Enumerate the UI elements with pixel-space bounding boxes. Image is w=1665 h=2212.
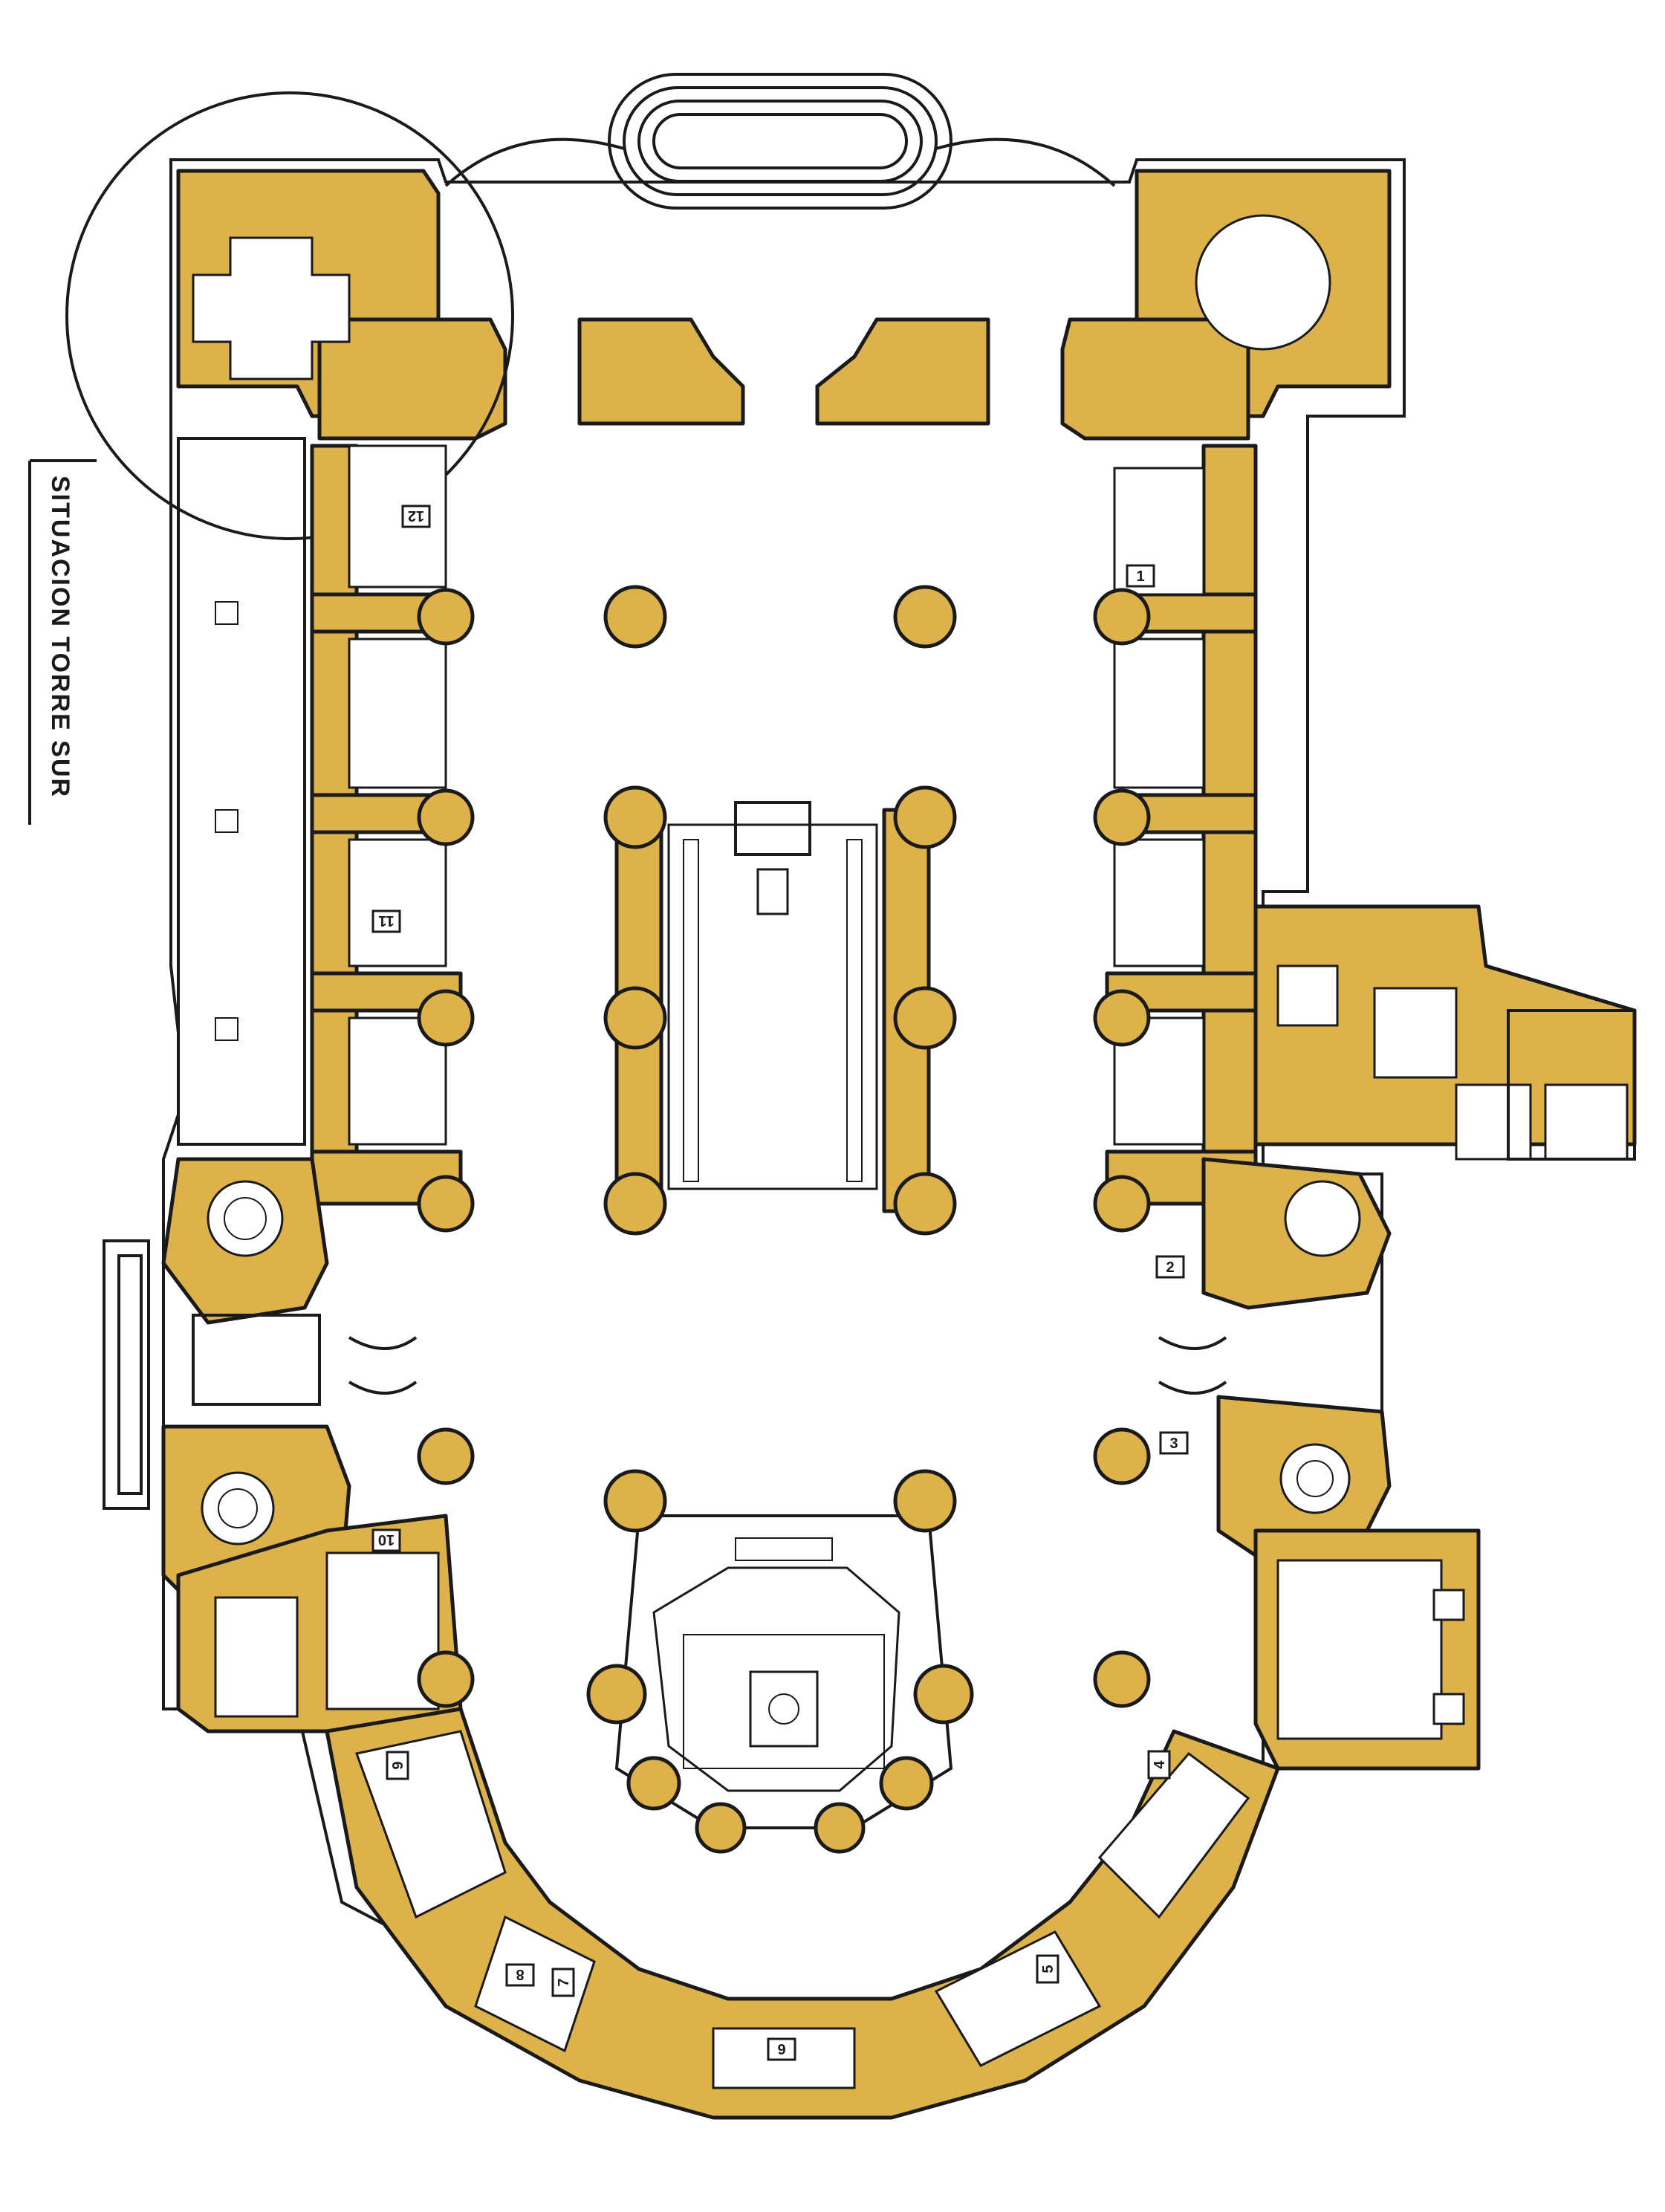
- room-tag-box: [1126, 564, 1155, 588]
- room-tag-box: [386, 1751, 409, 1780]
- room-tag-6: 6: [767, 2037, 796, 2061]
- north-tower: [1195, 214, 1331, 351]
- room-tag-label: 10: [378, 1531, 395, 1548]
- room-tag-box: [767, 2037, 796, 2061]
- room-tag-12: 12: [401, 505, 431, 528]
- room-tag-2: 2: [1155, 1255, 1185, 1279]
- room-tag-1: 1: [1126, 564, 1155, 588]
- room-tag-label: 5: [1040, 1965, 1057, 1973]
- north-chapels: [1113, 467, 1205, 1146]
- room-tag-box: [1036, 1954, 1059, 1984]
- room-tag-11: 11: [371, 909, 401, 933]
- entrance-steps: [444, 73, 1116, 210]
- portals: [348, 1336, 1227, 1395]
- south-tower-callout-circle: [65, 91, 514, 540]
- room-tag-box: [1155, 1255, 1185, 1279]
- room-tag-4: 4: [1147, 1750, 1171, 1780]
- callout-label: SITUACION TORRE SUR: [46, 476, 74, 798]
- sacristy: [1253, 1528, 1481, 1771]
- room-tag-box: [1147, 1750, 1171, 1780]
- room-tag-label: 1: [1136, 568, 1144, 585]
- room-tag-5: 5: [1036, 1954, 1059, 1984]
- room-tag-box: [1159, 1431, 1189, 1455]
- room-tag-label: 9: [390, 1761, 406, 1769]
- room-tag-box: [551, 1968, 575, 1997]
- room-tag-box: [401, 505, 431, 528]
- room-tag-8: 8: [505, 1963, 535, 1987]
- room-tag-label: 8: [516, 1966, 524, 1982]
- south-sacristy: [176, 1514, 463, 1733]
- north-transept: [1201, 1157, 1392, 1563]
- room-tag-box: [371, 1528, 401, 1552]
- room-tag-box: [371, 909, 401, 933]
- south-tower: [192, 236, 351, 380]
- room-tag-9: 9: [386, 1751, 409, 1780]
- room-tag-3: 3: [1159, 1431, 1189, 1455]
- south-chapels: [348, 444, 447, 1146]
- room-tag-label: 4: [1152, 1760, 1168, 1769]
- room-tag-box: [505, 1963, 535, 1987]
- room-tag-label: 2: [1166, 1259, 1174, 1276]
- choir: [614, 801, 931, 1213]
- room-tag-10: 10: [371, 1528, 401, 1552]
- room-tag-label: 11: [378, 912, 394, 929]
- room-tag-label: 7: [556, 1978, 572, 1986]
- room-tag-7: 7: [551, 1968, 575, 1997]
- room-tag-label: 6: [777, 2040, 785, 2057]
- cloister-corridor: [177, 437, 306, 1146]
- nave-piers: [417, 585, 1151, 1854]
- room-tag-label: 3: [1169, 1436, 1178, 1452]
- room-tag-label: 12: [408, 507, 424, 524]
- north-annex: [1253, 904, 1637, 1161]
